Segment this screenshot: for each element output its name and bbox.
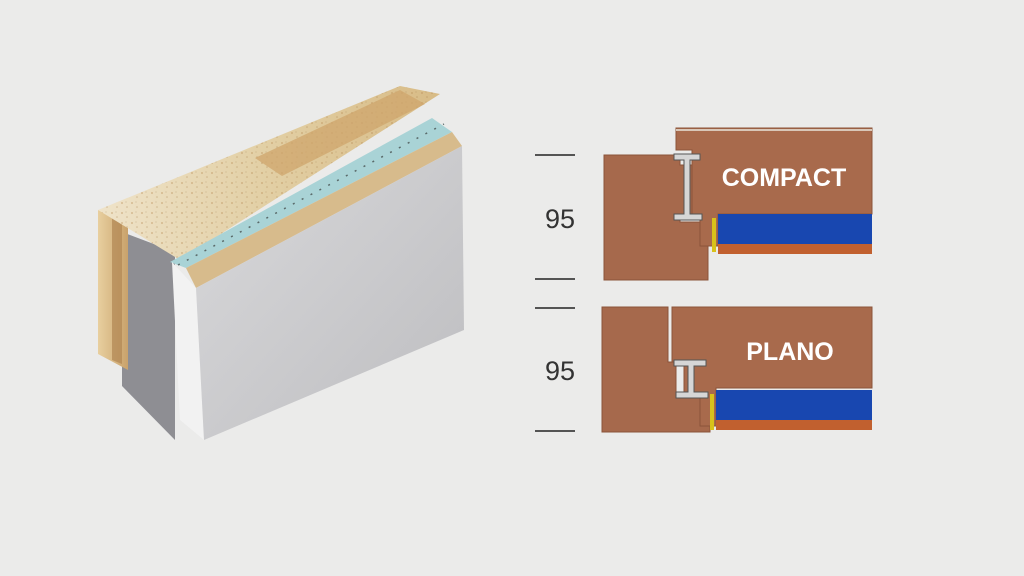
hinge-metal [673,153,703,221]
frame-edge-strip-inner [112,214,122,364]
seal-strip [712,218,716,252]
leaf-section [675,127,873,247]
insulation-dots [177,123,445,266]
profile-plano: 95 PLANO [535,306,873,433]
dense-core-band [255,90,425,176]
profile-label-compact: COMPACT [722,164,847,192]
dimension-label-plano: 95 [545,356,575,386]
rear-panel-face [122,232,175,440]
door-panel-sample [98,86,464,440]
front-face-edge [172,262,204,440]
hinge-metal [673,359,709,399]
profile-compact: 95 COMPACT [535,127,873,281]
front-panel-face [196,146,464,440]
insulation-strip [170,118,452,268]
core-blue-layer [716,390,872,420]
core-blue-layer [718,214,872,244]
core-bottom-layer [716,420,872,430]
dimension-label-compact: 95 [545,204,575,234]
seal-strip [710,394,714,430]
profile-label-plano: PLANO [746,338,834,366]
chipboard-lower-layer [186,132,462,288]
core-bottom-layer [718,244,872,254]
